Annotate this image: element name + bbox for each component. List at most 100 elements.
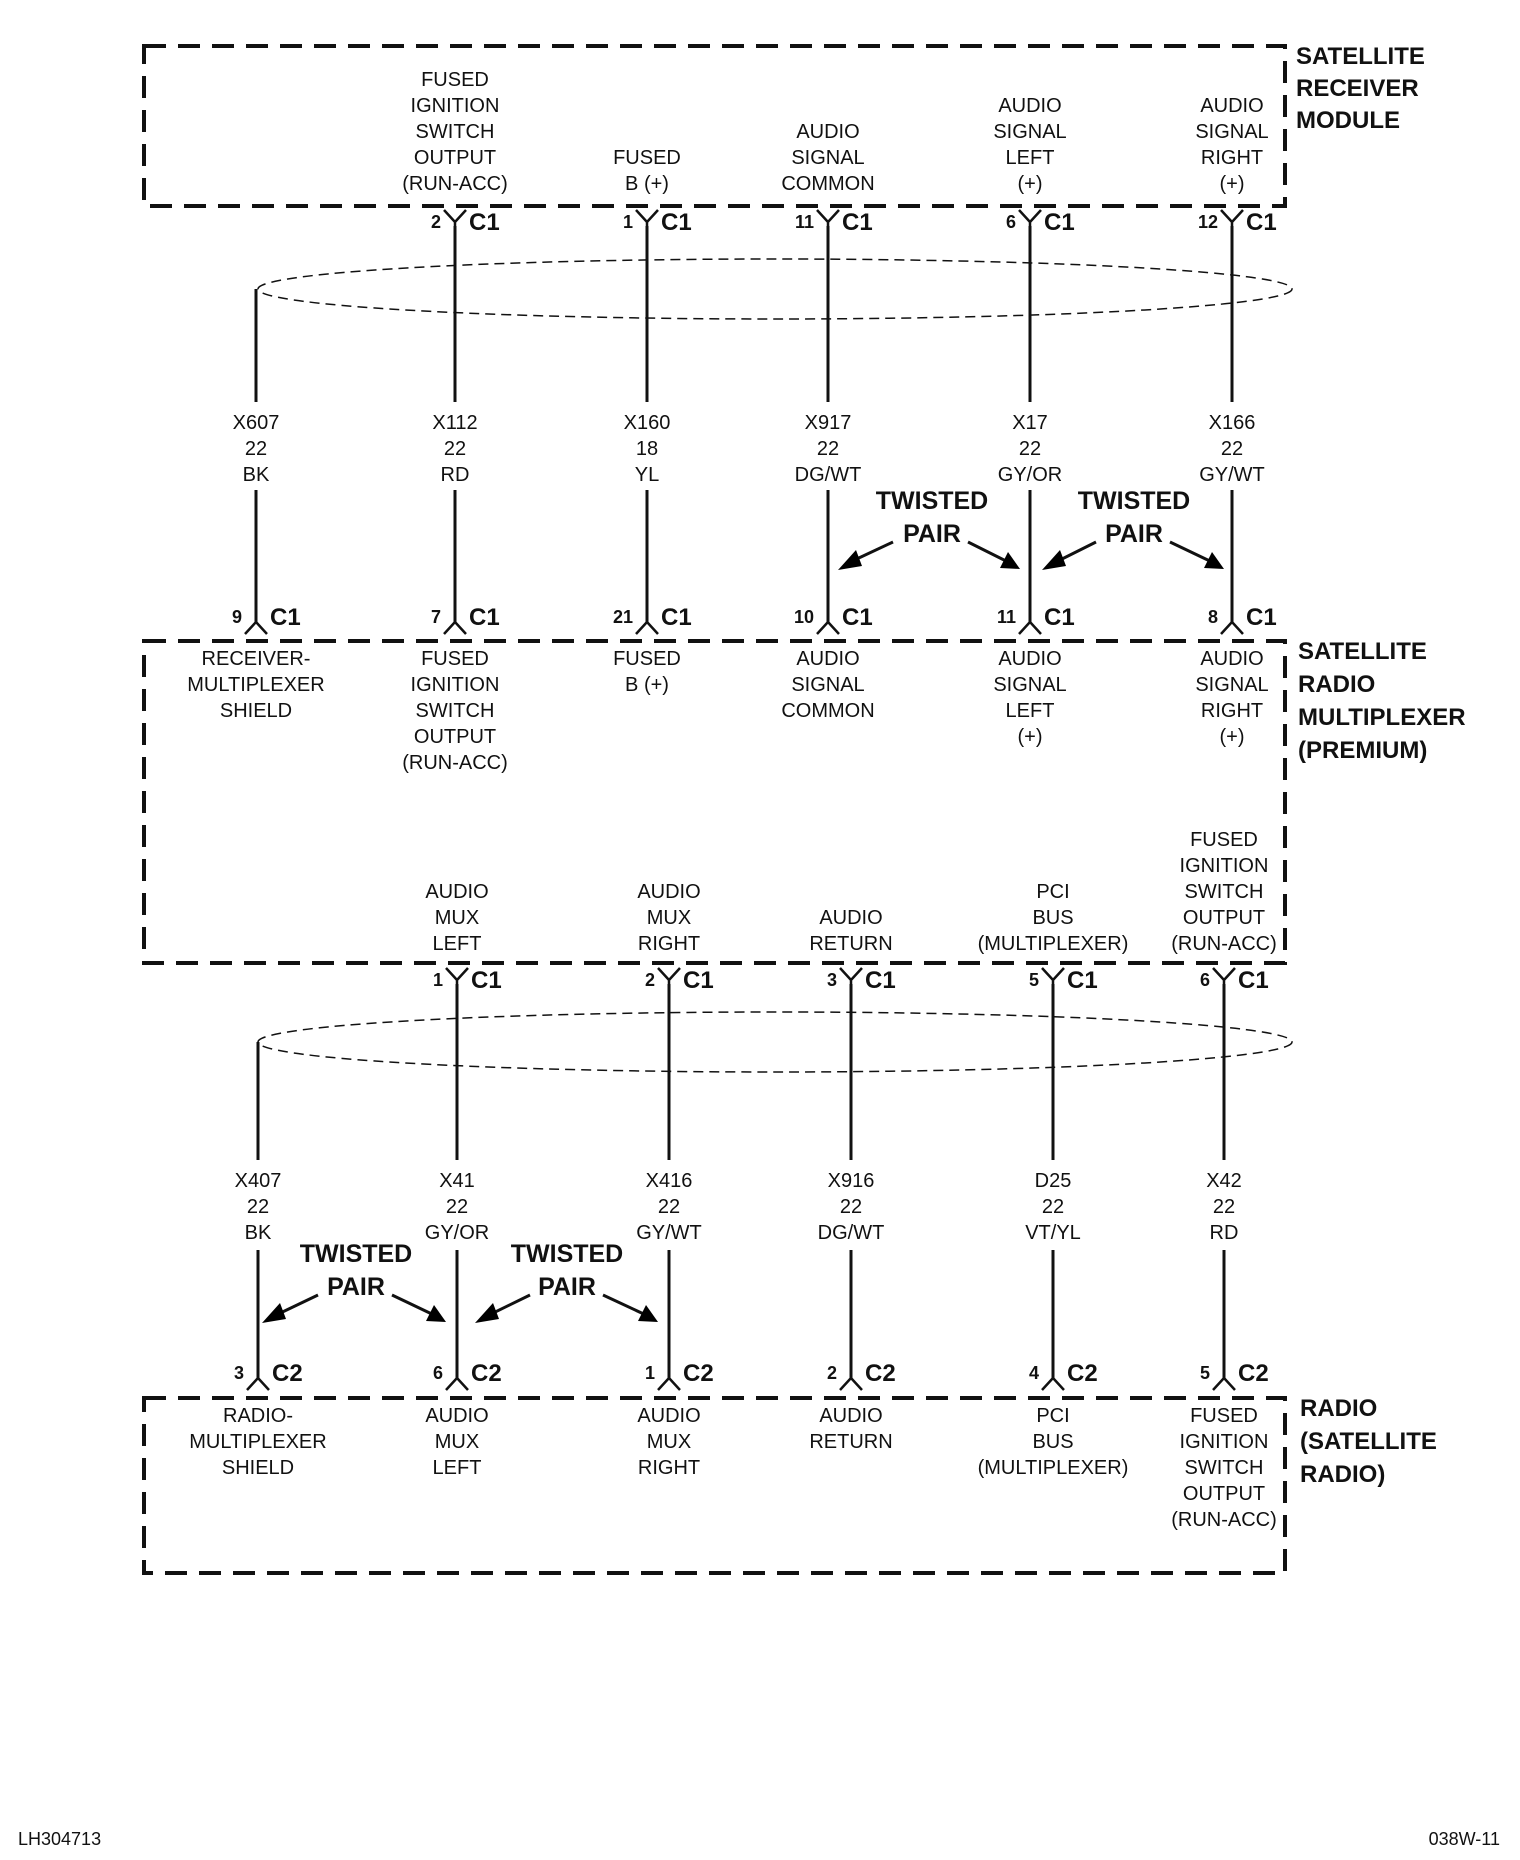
mux-upper-pin-number: 9 — [232, 607, 242, 627]
mux-lower-pin-connector: C1 — [865, 967, 896, 994]
mux-lower-pin-connector: C1 — [1067, 967, 1098, 994]
receiver-pin-connector: C1 — [469, 209, 500, 236]
receiver-pin-connector: C1 — [1246, 209, 1277, 236]
mux-upper-pin-connector: C1 — [842, 604, 873, 631]
radio-pin-number: 2 — [827, 1363, 837, 1383]
radio-pin-number: 5 — [1200, 1363, 1210, 1383]
mux-upper-terminal — [244, 618, 268, 635]
mux-upper-pin-connector: C1 — [270, 604, 301, 631]
receiver-pin-connector: C1 — [661, 209, 692, 236]
receiver-pin-number: 2 — [431, 212, 441, 232]
radio-pin-number: 3 — [234, 1363, 244, 1383]
upper-shield-ellipse — [257, 258, 1293, 320]
mux-upper-pin-connector: C1 — [1044, 604, 1075, 631]
radio-terminal — [839, 1374, 863, 1391]
receiver-terminal — [1220, 209, 1244, 226]
mux-upper-pin-connector: C1 — [469, 604, 500, 631]
mux-upper-terminal — [635, 618, 659, 635]
receiver-pin-connector: C1 — [842, 209, 873, 236]
radio-terminal — [657, 1374, 681, 1391]
mux-upper-terminal — [1220, 618, 1244, 635]
receiver-terminal — [1018, 209, 1042, 226]
radio-pin-connector: C2 — [1067, 1360, 1098, 1387]
mux-lower-pin-number: 3 — [827, 970, 837, 990]
mux-lower-pin-connector: C1 — [683, 967, 714, 994]
figure-id-right: 038W-11 — [1429, 1829, 1500, 1849]
radio-pin-connector: C2 — [683, 1360, 714, 1387]
mux-lower-pin-connector: C1 — [471, 967, 502, 994]
mux-lower-pin-number: 2 — [645, 970, 655, 990]
mux-upper-pin-number: 11 — [997, 607, 1016, 627]
receiver-pin-connector: C1 — [1044, 209, 1075, 236]
radio-terminal — [246, 1374, 270, 1391]
receiver-pin-number: 12 — [1198, 212, 1218, 232]
radio-pin-connector: C2 — [272, 1360, 303, 1387]
mux-lower-terminal — [445, 967, 469, 984]
mux-upper-pin-number: 10 — [794, 607, 814, 627]
receiver-pin-number: 6 — [1006, 212, 1016, 232]
mux-lower-pin-number: 1 — [433, 970, 443, 990]
radio-terminal — [1212, 1374, 1236, 1391]
mux-lower-pin-connector: C1 — [1238, 967, 1269, 994]
satellite-radio-multiplexer-box — [142, 639, 1287, 965]
mux-upper-pin-number: 21 — [613, 607, 633, 627]
mux-upper-pin-number: 7 — [431, 607, 441, 627]
mux-lower-terminal — [1212, 967, 1236, 984]
mux-upper-terminal — [443, 618, 467, 635]
radio-pin-number: 6 — [433, 1363, 443, 1383]
multiplexer-module-name: SATELLITE RADIO MULTIPLEXER (PREMIUM) — [1298, 638, 1472, 764]
radio-terminal — [1041, 1374, 1065, 1391]
mux-upper-terminal — [816, 618, 840, 635]
receiver-terminal — [635, 209, 659, 226]
receiver-pin-number: 1 — [623, 212, 633, 232]
figure-id-left: LH304713 — [18, 1829, 101, 1849]
receiver-terminal — [443, 209, 467, 226]
mux-lower-terminal — [839, 967, 863, 984]
lower-shield-ellipse — [257, 1011, 1293, 1073]
satellite-receiver-module-box — [142, 44, 1287, 208]
mux-lower-terminal — [657, 967, 681, 984]
mux-lower-terminal — [1041, 967, 1065, 984]
mux-upper-pin-connector: C1 — [1246, 604, 1277, 631]
mux-upper-terminal — [1018, 618, 1042, 635]
radio-pin-number: 1 — [645, 1363, 655, 1383]
mux-lower-pin-number: 6 — [1200, 970, 1210, 990]
radio-terminal — [445, 1374, 469, 1391]
mux-upper-pin-connector: C1 — [661, 604, 692, 631]
receiver-terminal — [816, 209, 840, 226]
